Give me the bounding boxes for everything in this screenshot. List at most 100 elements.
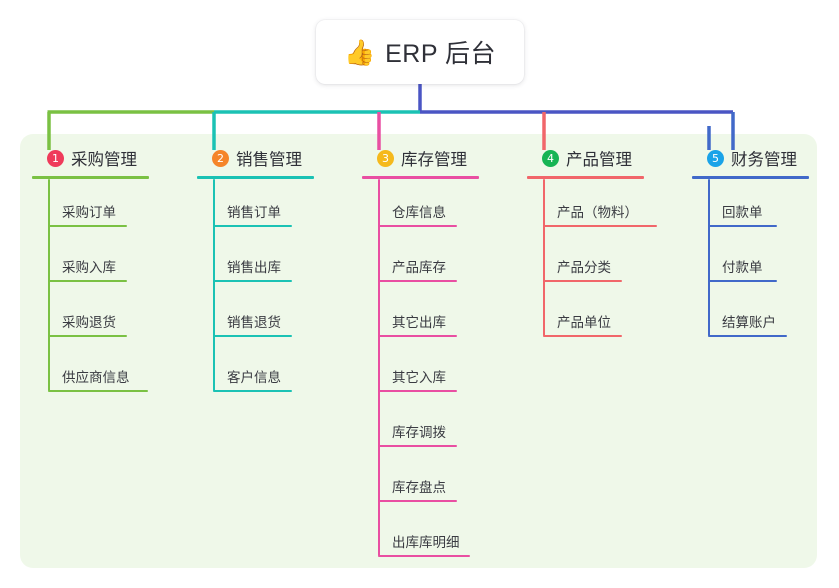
- branch-item-label: 产品（物料）: [557, 205, 638, 220]
- branch-item-rule: [378, 555, 470, 557]
- branch-number-badge: 5: [707, 149, 724, 167]
- branch-title: 财务管理: [731, 151, 797, 169]
- branch-items: 产品（物料） 产品分类产品单位: [527, 179, 657, 344]
- thumbs-up-icon: 👍: [343, 37, 376, 67]
- branch-title: 产品管理: [566, 151, 632, 169]
- branch-spine: [378, 179, 380, 556]
- branch-item[interactable]: 结算账户: [692, 289, 809, 344]
- branch-item[interactable]: 销售出库: [197, 234, 314, 289]
- branch-item-rule: [378, 500, 457, 502]
- branch-item[interactable]: 采购退货: [32, 289, 149, 344]
- branch-item[interactable]: 销售退货: [197, 289, 314, 344]
- branch-column-1: 1 采购管理采购订单采购入库采购退货供应商信息: [32, 146, 149, 399]
- branch-item[interactable]: 付款单: [692, 234, 809, 289]
- branch-spine: [48, 179, 50, 391]
- branch-item-label: 供应商信息: [62, 370, 130, 385]
- branch-header-5[interactable]: 5 财务管理: [692, 146, 809, 170]
- branch-item-rule: [48, 280, 127, 282]
- branch-title: 销售管理: [236, 151, 302, 169]
- branch-item-label: 其它出库: [392, 315, 446, 330]
- branch-item-rule: [378, 225, 457, 227]
- branch-item-rule: [213, 390, 292, 392]
- root-node-content: 👍 ERP 后台: [344, 34, 496, 70]
- branch-header-rule: [692, 176, 809, 179]
- branch-column-5: 5 财务管理回款单付款单结算账户: [692, 146, 809, 344]
- branch-number-badge: 4: [542, 149, 559, 167]
- branch-item[interactable]: 出库库明细: [362, 509, 479, 564]
- branch-item-label: 库存调拨: [392, 425, 446, 440]
- branch-number-badge: 2: [212, 149, 229, 167]
- branch-items: 采购订单采购入库采购退货供应商信息: [32, 179, 149, 399]
- branch-item[interactable]: 库存盘点: [362, 454, 479, 509]
- branch-item-label: 销售退货: [227, 315, 281, 330]
- branch-item-rule: [543, 335, 622, 337]
- branch-item-label: 销售订单: [227, 205, 281, 220]
- branch-items: 仓库信息产品库存其它出库其它入库库存调拨库存盘点出库库明细: [362, 179, 479, 564]
- branch-item-rule: [213, 225, 292, 227]
- branch-items: 回款单付款单结算账户: [692, 179, 809, 344]
- branch-header-rule: [197, 176, 314, 179]
- branch-item[interactable]: 供应商信息: [32, 344, 149, 399]
- branch-item[interactable]: 回款单: [692, 179, 809, 234]
- branch-item[interactable]: 库存调拨: [362, 399, 479, 454]
- branch-item-label: 出库库明细: [392, 535, 460, 550]
- branch-column-2: 2 销售管理销售订单销售出库销售退货客户信息: [197, 146, 314, 399]
- branch-items: 销售订单销售出库销售退货客户信息: [197, 179, 314, 399]
- branch-item-rule: [378, 390, 457, 392]
- branch-header-rule: [362, 176, 479, 179]
- branch-header-1[interactable]: 1 采购管理: [32, 146, 149, 170]
- branch-item-label: 采购入库: [62, 260, 116, 275]
- branch-item-label: 采购订单: [62, 205, 116, 220]
- branch-item-label: 回款单: [722, 205, 763, 220]
- branch-item-rule: [708, 335, 787, 337]
- branch-item-rule: [378, 445, 457, 447]
- branch-item-label: 销售出库: [227, 260, 281, 275]
- branch-item-label: 其它入库: [392, 370, 446, 385]
- branch-item[interactable]: 销售订单: [197, 179, 314, 234]
- branch-item[interactable]: 其它出库: [362, 289, 479, 344]
- root-node-title: ERP 后台: [385, 40, 497, 68]
- branch-item-rule: [708, 225, 777, 227]
- branch-item[interactable]: 产品分类: [527, 234, 644, 289]
- branch-item-rule: [378, 280, 457, 282]
- branch-item[interactable]: 采购入库: [32, 234, 149, 289]
- branch-item-label: 仓库信息: [392, 205, 446, 220]
- branch-item[interactable]: 仓库信息: [362, 179, 479, 234]
- branch-title: 采购管理: [71, 151, 137, 169]
- branch-spine: [708, 179, 710, 336]
- branch-item-label: 付款单: [722, 260, 763, 275]
- branch-item-rule: [48, 335, 127, 337]
- branch-item[interactable]: 产品库存: [362, 234, 479, 289]
- content-panel: [20, 134, 817, 568]
- branch-header-4[interactable]: 4 产品管理: [527, 146, 644, 170]
- branch-item-rule: [213, 280, 292, 282]
- branch-item[interactable]: 客户信息: [197, 344, 314, 399]
- branch-number-badge: 1: [47, 149, 64, 167]
- branch-spine: [213, 179, 215, 391]
- branch-header-rule: [527, 176, 644, 179]
- branch-item-rule: [543, 225, 657, 227]
- branch-header-rule: [32, 176, 149, 179]
- root-node-card[interactable]: 👍 ERP 后台: [316, 20, 524, 84]
- branch-item-rule: [48, 225, 127, 227]
- branch-item-rule: [378, 335, 457, 337]
- branch-item-rule: [708, 280, 777, 282]
- branch-item-label: 结算账户: [722, 315, 776, 330]
- branch-header-2[interactable]: 2 销售管理: [197, 146, 314, 170]
- branch-item-rule: [48, 390, 148, 392]
- branch-item[interactable]: 其它入库: [362, 344, 479, 399]
- branch-item[interactable]: 产品（物料）: [527, 179, 657, 234]
- branch-column-4: 4 产品管理产品（物料） 产品分类产品单位: [527, 146, 657, 344]
- branch-item-rule: [543, 280, 622, 282]
- branch-item-label: 库存盘点: [392, 480, 446, 495]
- branch-item[interactable]: 产品单位: [527, 289, 644, 344]
- branch-item[interactable]: 采购订单: [32, 179, 149, 234]
- branch-item-label: 客户信息: [227, 370, 281, 385]
- branch-spine: [543, 179, 545, 336]
- branch-item-label: 产品库存: [392, 260, 446, 275]
- branch-title: 库存管理: [401, 151, 467, 169]
